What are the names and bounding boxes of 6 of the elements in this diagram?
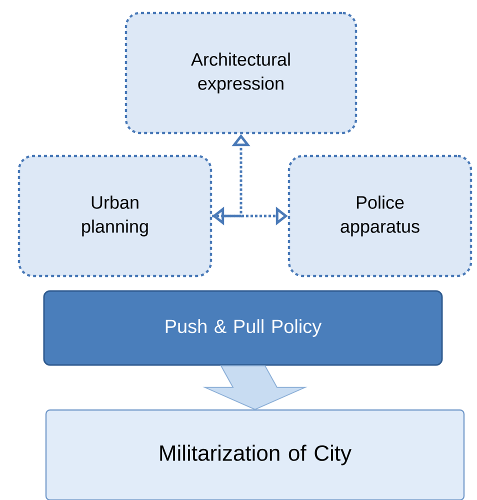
- policy-band: Push & Pull Policy: [43, 290, 443, 366]
- block-arrow: [202, 365, 308, 410]
- rounded-box: Urban planning: [18, 154, 212, 278]
- rounded-box: Police apparatus: [288, 154, 472, 278]
- rounded-box: Architectural expression: [124, 12, 358, 134]
- result-box: Militarization of City: [45, 409, 465, 500]
